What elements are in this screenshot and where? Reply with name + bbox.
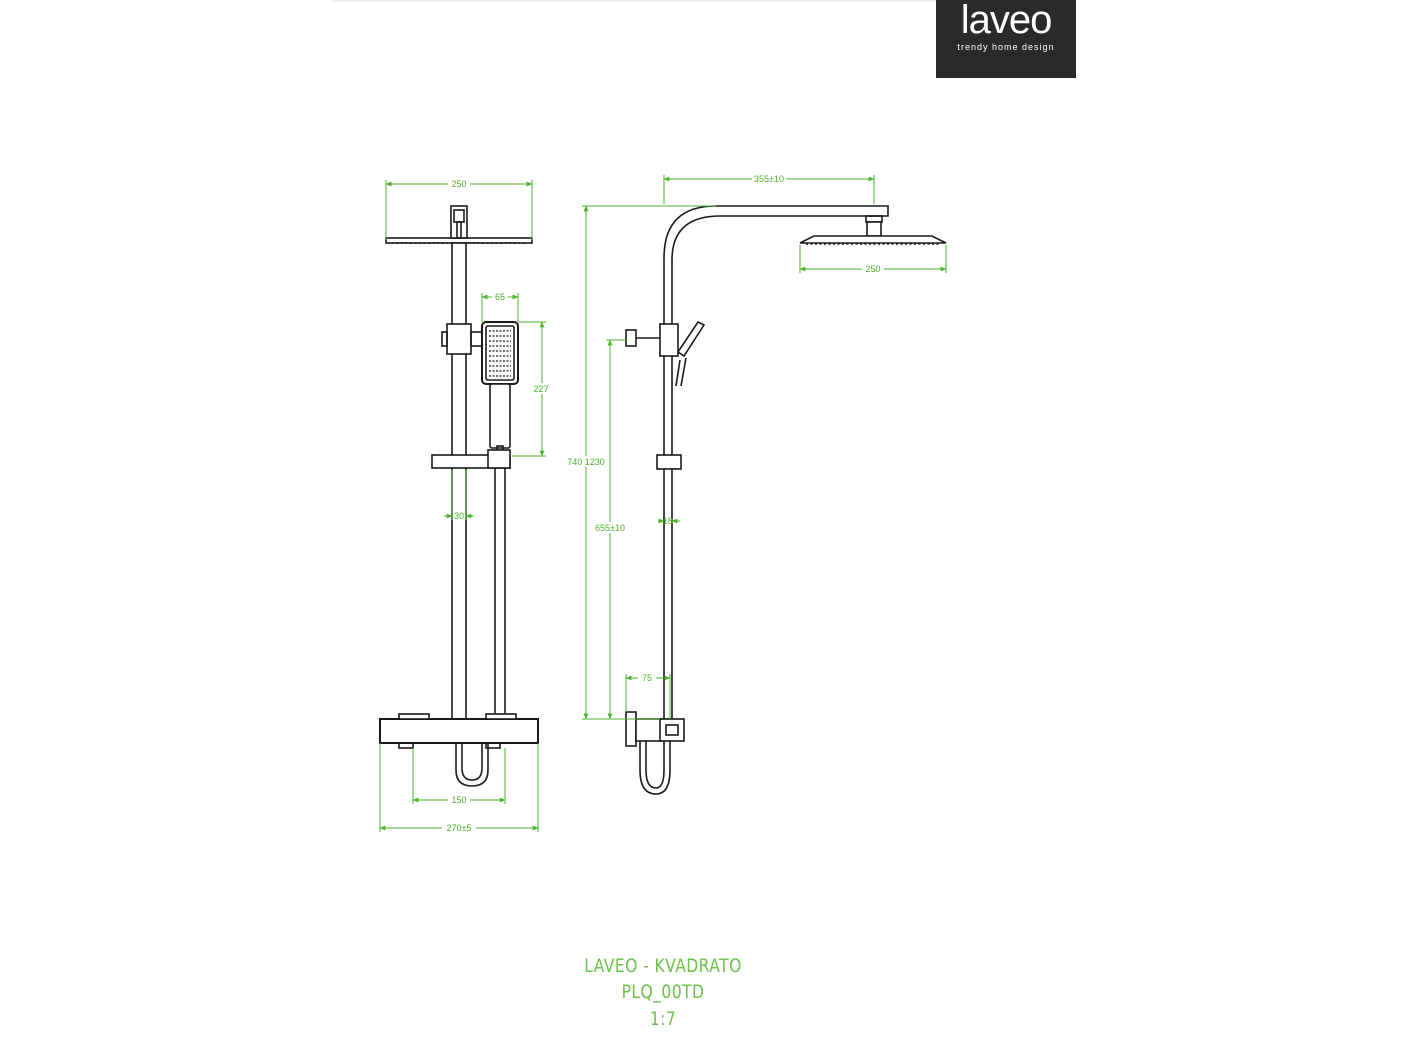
side-rain-head [799, 235, 947, 244]
side-holder-bracket [659, 323, 679, 357]
dim-wall-offset: 75 [642, 673, 652, 683]
side-riser-arm [663, 205, 889, 720]
side-hand-shower [675, 320, 706, 387]
caption-model-code: PLQ_00TD [621, 981, 705, 1003]
laveo-logo: laveo trendy home design [936, 0, 1076, 78]
logo-wordmark: laveo [960, 0, 1053, 42]
logo-tagline: trendy home design [957, 42, 1055, 52]
dim-hand-shower-width: 65 [495, 292, 505, 302]
dim-connection-spacing: 150 [451, 795, 466, 805]
side-dimensions [582, 175, 947, 720]
front-view [379, 205, 539, 787]
dim-slider-height: 655±10 [595, 523, 625, 533]
page-edge [332, 0, 1076, 3]
dim-arm-reach: 355±10 [754, 174, 784, 184]
dim-bar-diameter: 18 [663, 516, 673, 526]
caption-scale: 1:7 [649, 1008, 677, 1030]
side-view [625, 205, 947, 795]
side-dimension-labels: 355±10 250 740 1230 655±10 18 75 [566, 173, 884, 683]
dim-total-height: 740 1230 [567, 457, 605, 467]
front-dimension-labels: 250 65 227 30 150 270±5 [442, 178, 552, 833]
front-rain-head [385, 205, 533, 244]
caption-product-name: LAVEO - KVADRATO [584, 955, 742, 977]
front-thermostat [379, 713, 539, 787]
side-slider [656, 454, 682, 470]
dim-hand-shower-height: 227 [533, 384, 548, 394]
dim-side-head-width: 250 [865, 264, 880, 274]
dim-front-head-width: 250 [451, 179, 466, 189]
front-holder-bracket [446, 323, 472, 355]
side-outlet [659, 718, 685, 742]
dim-bar-width: 30 [454, 511, 464, 521]
front-riser [451, 242, 467, 720]
dim-overall-width: 270±5 [447, 823, 472, 833]
front-hand-shower [481, 321, 519, 457]
